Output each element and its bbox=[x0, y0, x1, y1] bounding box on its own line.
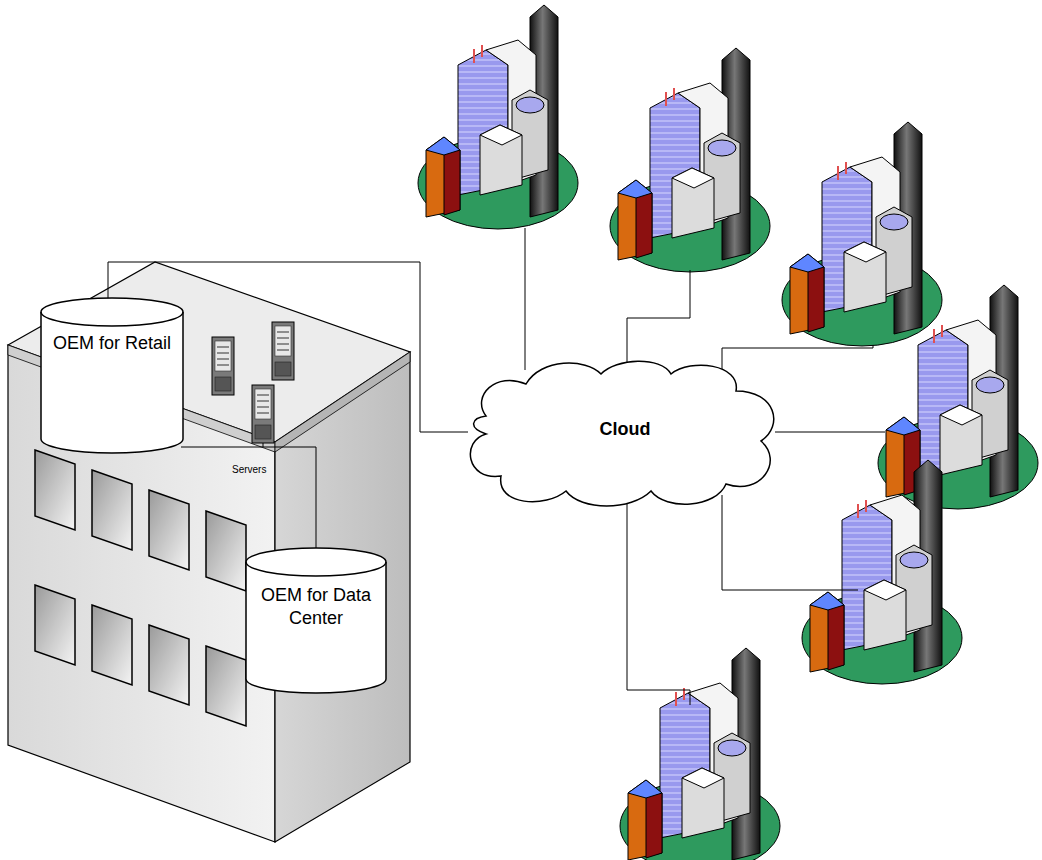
node-label: OEM for Data Center bbox=[245, 584, 387, 631]
database-cylinder: OEM for Retail bbox=[40, 298, 184, 454]
node-label: Cloud bbox=[466, 418, 784, 441]
cylinder-outline bbox=[40, 298, 184, 454]
server-label: Servers bbox=[232, 464, 266, 475]
cloud-shape: Cloud bbox=[466, 356, 784, 510]
network-link bbox=[181, 447, 316, 549]
node-label: OEM for Retail bbox=[40, 332, 184, 355]
database-cylinder: OEM for Data Center bbox=[245, 548, 387, 694]
